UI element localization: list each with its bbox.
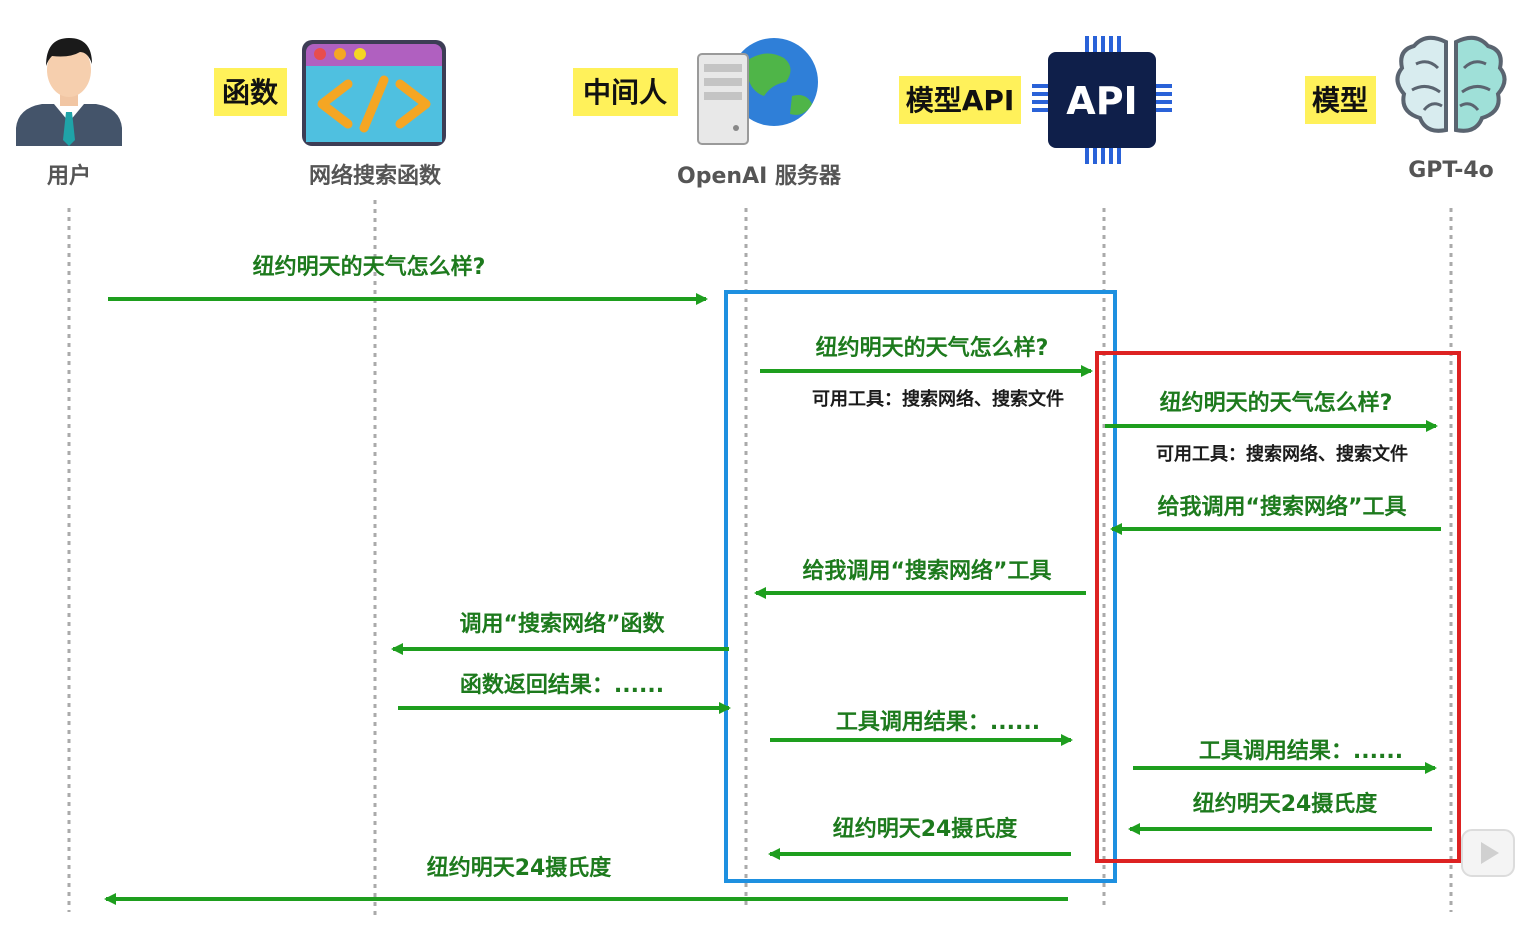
server-globe-icon <box>697 38 818 145</box>
play-badge-icon <box>1461 829 1515 877</box>
msg-m4: 给我调用“搜索网络”工具 <box>1158 494 1407 520</box>
tag-bg-func <box>214 68 287 116</box>
api-chip-icon: API <box>1032 36 1172 164</box>
msg-m5: 给我调用“搜索网络”工具 <box>803 558 1052 584</box>
msg-m9: 工具调用结果：...... <box>1199 738 1403 764</box>
msg-m11: 纽约明天24摄氏度 <box>833 816 1019 842</box>
tag-api: 模型API <box>906 84 1015 117</box>
tag-bg-server <box>573 68 678 116</box>
tag-bg-api <box>899 76 1021 124</box>
tag-bg-model <box>1305 76 1376 124</box>
brain-icon <box>1395 35 1507 133</box>
code-window-icon <box>302 40 446 146</box>
tag-server: 中间人 <box>583 76 667 109</box>
msg-m7: 函数返回结果：...... <box>460 672 664 698</box>
lifelines <box>67 200 1453 916</box>
msg-m2: 纽约明天的天气怎么样? <box>816 335 1049 361</box>
msg-m3-sub: 可用工具：搜索网络、搜索文件 <box>1156 443 1408 465</box>
msg-m3: 纽约明天的天气怎么样? <box>1160 390 1393 416</box>
blue-box <box>724 290 1117 883</box>
msg-m1: 纽约明天的天气怎么样? <box>253 254 486 280</box>
tag-func: 函数 <box>222 76 279 109</box>
actor-label-model: GPT-4o <box>1408 158 1494 183</box>
user-icon <box>16 38 122 146</box>
msg-m8: 工具调用结果：...... <box>836 709 1040 735</box>
red-box <box>1095 351 1461 863</box>
api-chip-text: API <box>1066 79 1137 123</box>
actor-label-func: 网络搜索函数 <box>309 163 442 189</box>
actor-label-server: OpenAI 服务器 <box>677 164 842 189</box>
msg-m2-sub: 可用工具：搜索网络、搜索文件 <box>812 388 1064 410</box>
actor-label-user: 用户 <box>47 163 91 189</box>
msg-m12: 纽约明天24摄氏度 <box>427 855 613 881</box>
msg-m6: 调用“搜索网络”函数 <box>460 611 666 637</box>
msg-m10: 纽约明天24摄氏度 <box>1193 791 1379 817</box>
tag-model: 模型 <box>1312 84 1368 117</box>
